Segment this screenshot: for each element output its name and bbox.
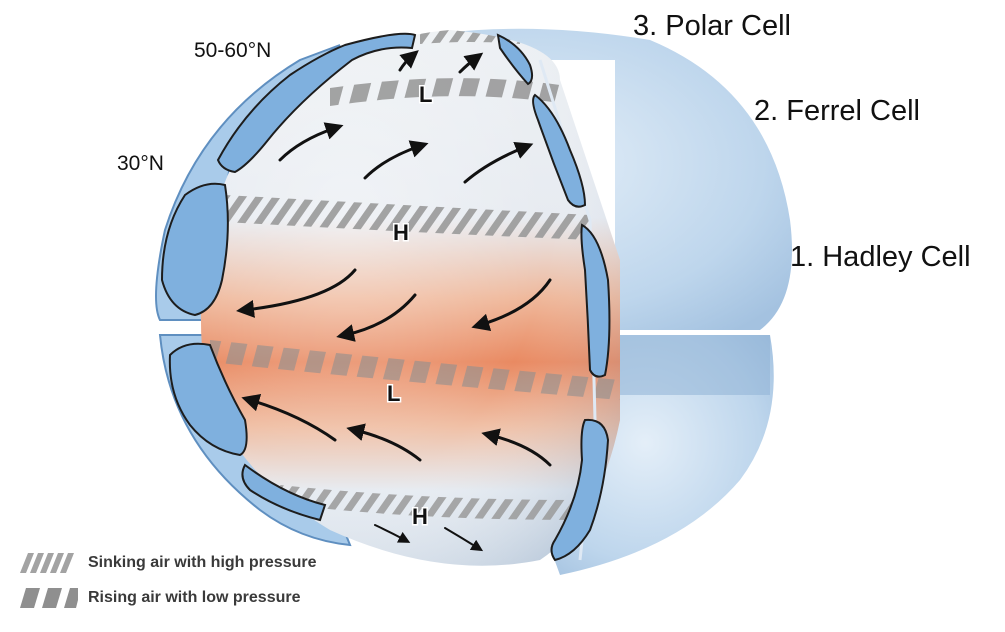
latitude-50-60-label: 50-60°N	[194, 39, 272, 62]
legend-rising: Rising air with low pressure	[20, 588, 301, 608]
polar-low-marker: L	[419, 82, 432, 107]
equatorial-rising-band	[210, 340, 620, 400]
left-circulation-cells	[160, 32, 417, 522]
legend-rising-text: Rising air with low pressure	[88, 589, 301, 606]
southern-sinking-band	[280, 485, 580, 520]
southern-high-marker: H	[412, 504, 428, 529]
outer-shell	[320, 28, 792, 575]
ferrel-cell-label: 2. Ferrel Cell	[754, 95, 920, 127]
rising-swatch-icon	[20, 588, 78, 608]
sinking-swatch-icon	[20, 553, 74, 573]
polar-rising-band	[330, 78, 560, 106]
wind-arrows	[236, 50, 552, 552]
latitude-30-label: 30°N	[117, 152, 164, 175]
globe	[200, 30, 620, 566]
hadley-cell-label: 1. Hadley Cell	[790, 241, 971, 273]
subtropical-high-marker: H	[393, 220, 409, 245]
legend-sinking: Sinking air with high pressure	[20, 553, 316, 573]
equatorial-low-marker: L	[387, 381, 400, 406]
right-circulation-cells	[496, 33, 611, 562]
legend-sinking-text: Sinking air with high pressure	[88, 554, 317, 571]
polar-cell-label: 3. Polar Cell	[633, 10, 791, 42]
subtropical-sinking-band	[225, 195, 590, 240]
